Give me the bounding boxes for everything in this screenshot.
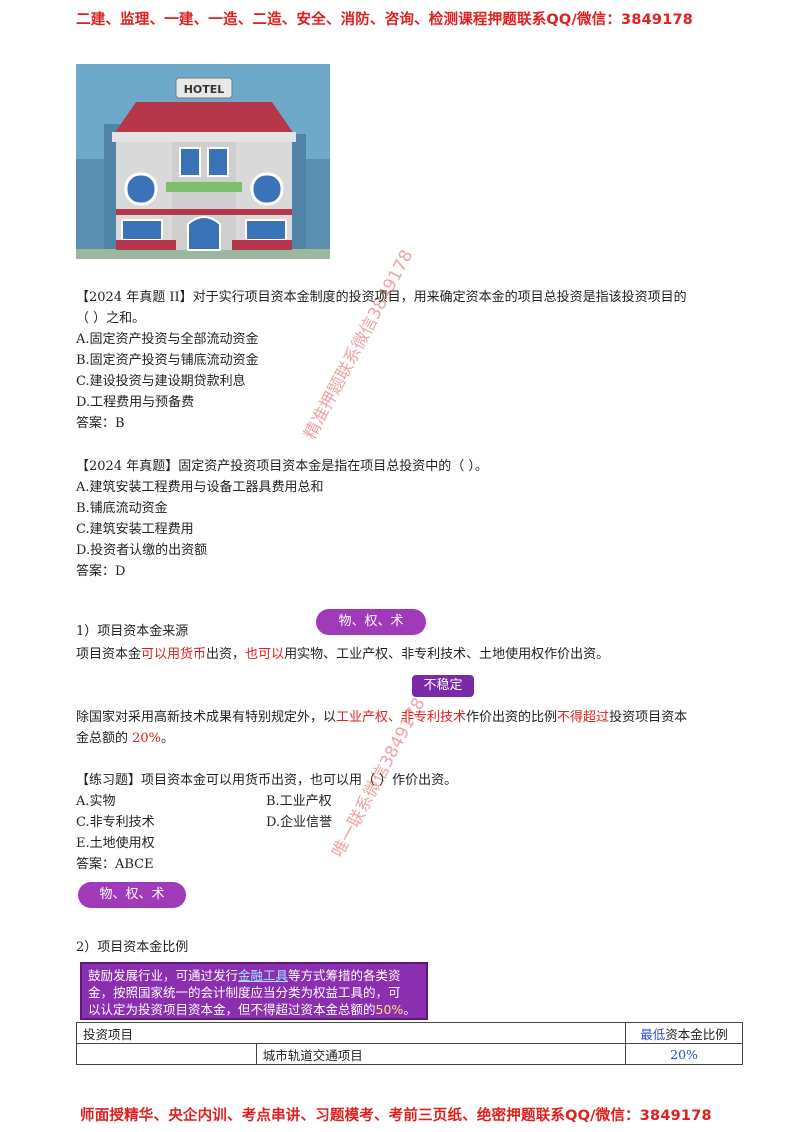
section1-para2-line1: 除国家对采用高新技术成果有特别规定外，以工业产权、非专利技术作价出资的比例不得超… (76, 710, 688, 725)
hotel-illustration: HOTEL (76, 64, 330, 259)
q2-option-c: C.建筑安装工程费用 (76, 522, 194, 537)
unstable-tag: 不稳定 (412, 675, 474, 697)
q1-option-a: A.固定资产投资与全部流动资金 (76, 332, 259, 347)
practice-stem: 【练习题】项目资本金可以用货币出资，也可以用（ ）作价出资。 (76, 773, 458, 788)
q1-option-b: B.固定资产投资与铺底流动资金 (76, 353, 259, 368)
section1-heading: 1）项目资本金来源 (76, 624, 189, 639)
practice-option-d: D.企业信誉 (266, 815, 333, 830)
mnemonic-pill-2: 物、权、术 (78, 882, 186, 908)
section2-heading: 2）项目资本金比例 (76, 940, 189, 955)
q1-stem-line1: 【2024 年真题 II】对于实行项目资本金制度的投资项目，用来确定资本金的项目… (76, 290, 687, 305)
watermark-1: 精准押题联系微信3849178 (300, 246, 418, 443)
practice-option-c: C.非专利技术 (76, 815, 155, 830)
q2-stem: 【2024 年真题】固定资产投资项目资本金是指在项目总投资中的（ ）。 (76, 459, 488, 474)
practice-option-a: A.实物 (76, 794, 116, 809)
section1-para1: 项目资本金可以用货币出资，也可以用实物、工业产权、非专利技术、土地使用权作价出资… (76, 647, 610, 662)
q2-option-a: A.建筑安装工程费用与设备工器具费用总和 (76, 480, 324, 495)
q1-option-c: C.建设投资与建设期贷款利息 (76, 374, 246, 389)
practice-option-b: B.工业产权 (266, 794, 332, 809)
callout-line3: 以认定为投资项目资本金，但不得超过资本金总额的50%。 (88, 1002, 416, 1017)
table-header-row: 投资项目 最低资本金比例 (75, 1022, 743, 1044)
table-cell-ratio: 20% (625, 1043, 743, 1065)
practice-option-e: E.土地使用权 (76, 836, 155, 851)
table-cell-project: 城市轨道交通项目 (255, 1043, 627, 1065)
q2-option-d: D.投资者认缴的出资额 (76, 543, 208, 558)
q2-answer: 答案：D (76, 564, 126, 579)
q1-stem-line2: （ ）之和。 (76, 311, 146, 326)
section1-para2-line2: 金总额的 20%。 (76, 731, 175, 746)
q1-option-d: D.工程费用与预备费 (76, 395, 195, 410)
q1-answer: 答案：B (76, 416, 125, 431)
table-header-project: 投资项目 (75, 1022, 627, 1044)
hotel-sign-text: HOTEL (184, 83, 225, 96)
hotel-building-image: HOTEL (76, 64, 330, 259)
table-header-ratio: 最低资本金比例 (625, 1022, 743, 1044)
callout-line2: 金，按照国家统一的会计制度应当分类为权益工具的，可 (88, 985, 401, 1000)
header-banner: 二建、监理、一建、一造、二造、安全、消防、咨询、检测课程押题联系QQ/微信：38… (76, 12, 694, 28)
capital-ratio-table: 投资项目 最低资本金比例 城市轨道交通项目 20% (75, 1022, 743, 1065)
practice-answer: 答案：ABCE (76, 857, 154, 872)
table-row: 城市轨道交通项目 20% (76, 1043, 743, 1065)
callout-line1: 鼓励发展行业，可通过发行金融工具等方式筹措的各类资 (88, 968, 401, 983)
mnemonic-pill-1: 物、权、术 (316, 609, 426, 635)
footer-banner: 师面授精华、央企内训、考点串讲、习题模考、考前三页纸、绝密押题联系QQ/微信：3… (80, 1108, 712, 1124)
q2-option-b: B.铺底流动资金 (76, 501, 168, 516)
financial-instrument-callout: 鼓励发展行业，可通过发行金融工具等方式筹措的各类资 金，按照国家统一的会计制度应… (80, 962, 428, 1020)
